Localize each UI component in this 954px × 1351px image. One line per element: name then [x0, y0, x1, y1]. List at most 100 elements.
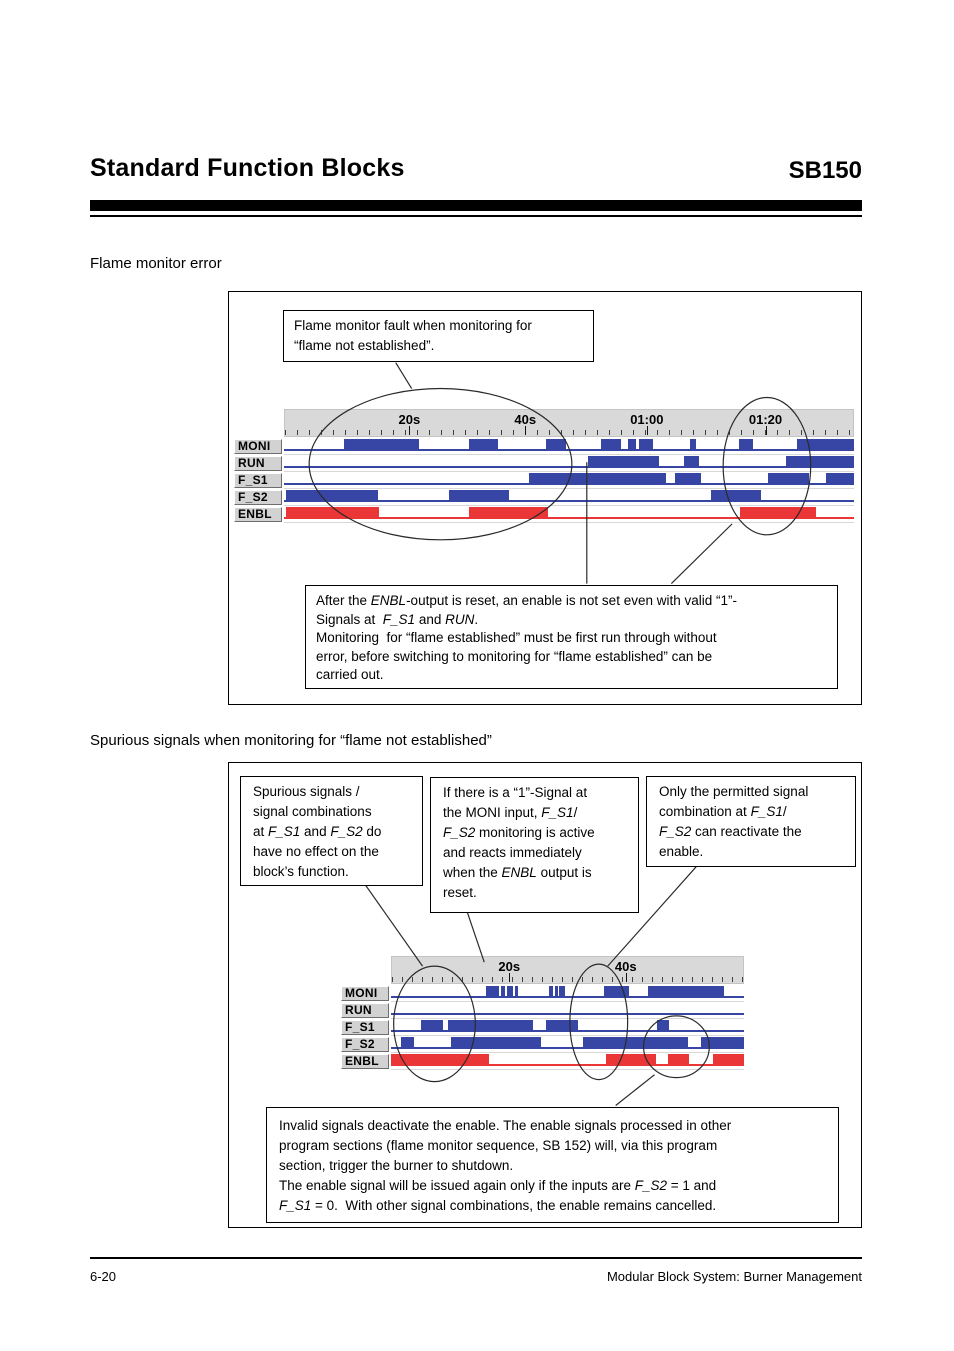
signal-pulse — [583, 1037, 688, 1049]
signal-pulse — [647, 986, 724, 998]
minor-tick-marks — [285, 430, 853, 435]
signal-pulse — [514, 986, 519, 998]
signal-pulse — [549, 986, 554, 998]
text-segment: = 1 and — [667, 1178, 717, 1193]
signal-label-enbl: ENBL — [234, 507, 282, 522]
figure1-frame: Flame monitor fault when monitoring for“… — [228, 291, 862, 705]
text-segment: when the — [443, 865, 502, 880]
text-segment: -output is reset, an enable is not set e… — [406, 593, 737, 608]
page-number: 6-20 — [90, 1269, 117, 1284]
footer-manual-title: Modular Block System: Burner Management — [606, 1269, 862, 1284]
minor-tick-marks — [392, 977, 743, 982]
major-tick — [409, 426, 411, 435]
callout-left-connector — [365, 885, 424, 967]
text-segment: After the — [316, 593, 371, 608]
signal-track-f_s2 — [391, 1037, 744, 1053]
signal-track-enbl — [284, 507, 854, 523]
major-tick — [509, 973, 511, 982]
signal-track-f_s1 — [284, 473, 854, 489]
text-segment: F_S2 — [659, 824, 692, 839]
signal-track-moni — [284, 439, 854, 455]
signal-pulse — [545, 1020, 579, 1032]
text-segment: Signals at — [316, 611, 383, 627]
text-segment: Invalid signals deactivate the enable. T… — [279, 1118, 732, 1133]
signal-pulse — [529, 473, 666, 485]
signal-pulse — [343, 439, 420, 451]
text-segment: carried out. — [316, 667, 384, 682]
text-segment: F_S1 — [382, 611, 416, 627]
signal-pulse — [740, 507, 816, 519]
note-connector — [615, 1074, 655, 1106]
signal-label-f_s2: F_S2 — [341, 1037, 389, 1052]
signal-pulse — [447, 1020, 533, 1032]
text-segment: ENBL — [501, 865, 537, 880]
signal-baseline — [391, 996, 744, 998]
signal-pulse — [826, 473, 854, 485]
signal-pulse — [507, 986, 514, 998]
block-code: SB150 — [788, 157, 862, 184]
signal-pulse — [786, 456, 854, 468]
signal-label-enbl: ENBL — [341, 1054, 389, 1069]
callout-connector-line — [395, 362, 413, 389]
text-segment: Only the permitted signal — [659, 784, 809, 799]
signal-pulse — [469, 507, 548, 519]
signal-pulse — [605, 1054, 657, 1066]
signal-label-run: RUN — [234, 456, 282, 471]
text-segment: “flame not established”. — [294, 338, 435, 353]
signal-pulse — [668, 1054, 689, 1066]
signal-track-enbl — [391, 1054, 744, 1070]
signal-pulse — [469, 439, 498, 451]
axis-time-label: 01:00 — [630, 412, 664, 427]
major-tick — [525, 426, 527, 435]
text-segment: the MONI input, — [443, 805, 542, 820]
text-segment: / — [782, 804, 787, 819]
signal-pulse — [639, 439, 653, 451]
signal-pulse — [555, 986, 558, 998]
signal-track-f_s2 — [284, 490, 854, 506]
text-segment: F_S2 — [634, 1178, 668, 1193]
signal-pulse — [628, 439, 637, 451]
signal-pulse — [797, 439, 854, 451]
text-segment: = 0. With other signal combinations, the… — [311, 1198, 717, 1213]
signal-pulse — [501, 986, 505, 998]
signal-baseline — [284, 466, 854, 468]
signal-baseline — [391, 1013, 744, 1015]
text-segment: at — [253, 824, 269, 839]
figure1-note: After the ENBL-output is reset, an enabl… — [305, 585, 838, 689]
signal-pulse — [738, 439, 754, 451]
figure2-note: Invalid signals deactivate the enable. T… — [266, 1107, 839, 1223]
callout-middle-connector — [466, 912, 485, 963]
text-segment: monitoring is active — [475, 825, 595, 840]
signal-pulse — [587, 456, 660, 468]
text-segment: block’s function. — [253, 864, 349, 879]
text-segment: enable. — [659, 844, 704, 859]
signal-baseline — [391, 1064, 744, 1066]
page-title: Standard Function Blocks — [90, 154, 405, 182]
text-segment: . — [474, 611, 479, 627]
header-rule-thin — [90, 215, 862, 217]
signal-baseline — [391, 1047, 744, 1049]
text-segment: The enable signal will be issued again o… — [279, 1178, 635, 1193]
text-segment: F_S1 — [279, 1198, 312, 1213]
signal-label-run: RUN — [341, 1003, 389, 1018]
text-segment: ENBL — [370, 593, 407, 608]
text-segment: reset. — [443, 885, 477, 900]
signal-pulse — [675, 473, 702, 485]
note-connector-line-diagonal — [670, 523, 733, 585]
text-segment: F_S1 — [268, 824, 301, 839]
text-segment: and — [415, 611, 446, 627]
signal-pulse — [767, 473, 809, 485]
signal-pulse — [684, 456, 699, 468]
signal-track-f_s1 — [391, 1020, 744, 1036]
text-segment: and reacts immediately — [443, 845, 582, 860]
signal-pulse — [286, 507, 380, 519]
figure1-callout: Flame monitor fault when monitoring for“… — [283, 310, 594, 362]
text-segment: do — [362, 824, 382, 839]
signal-label-f_s1: F_S1 — [234, 473, 282, 488]
axis-time-label: 40s — [514, 412, 537, 427]
signal-pulse — [689, 439, 697, 451]
signal-pulse — [400, 1037, 414, 1049]
